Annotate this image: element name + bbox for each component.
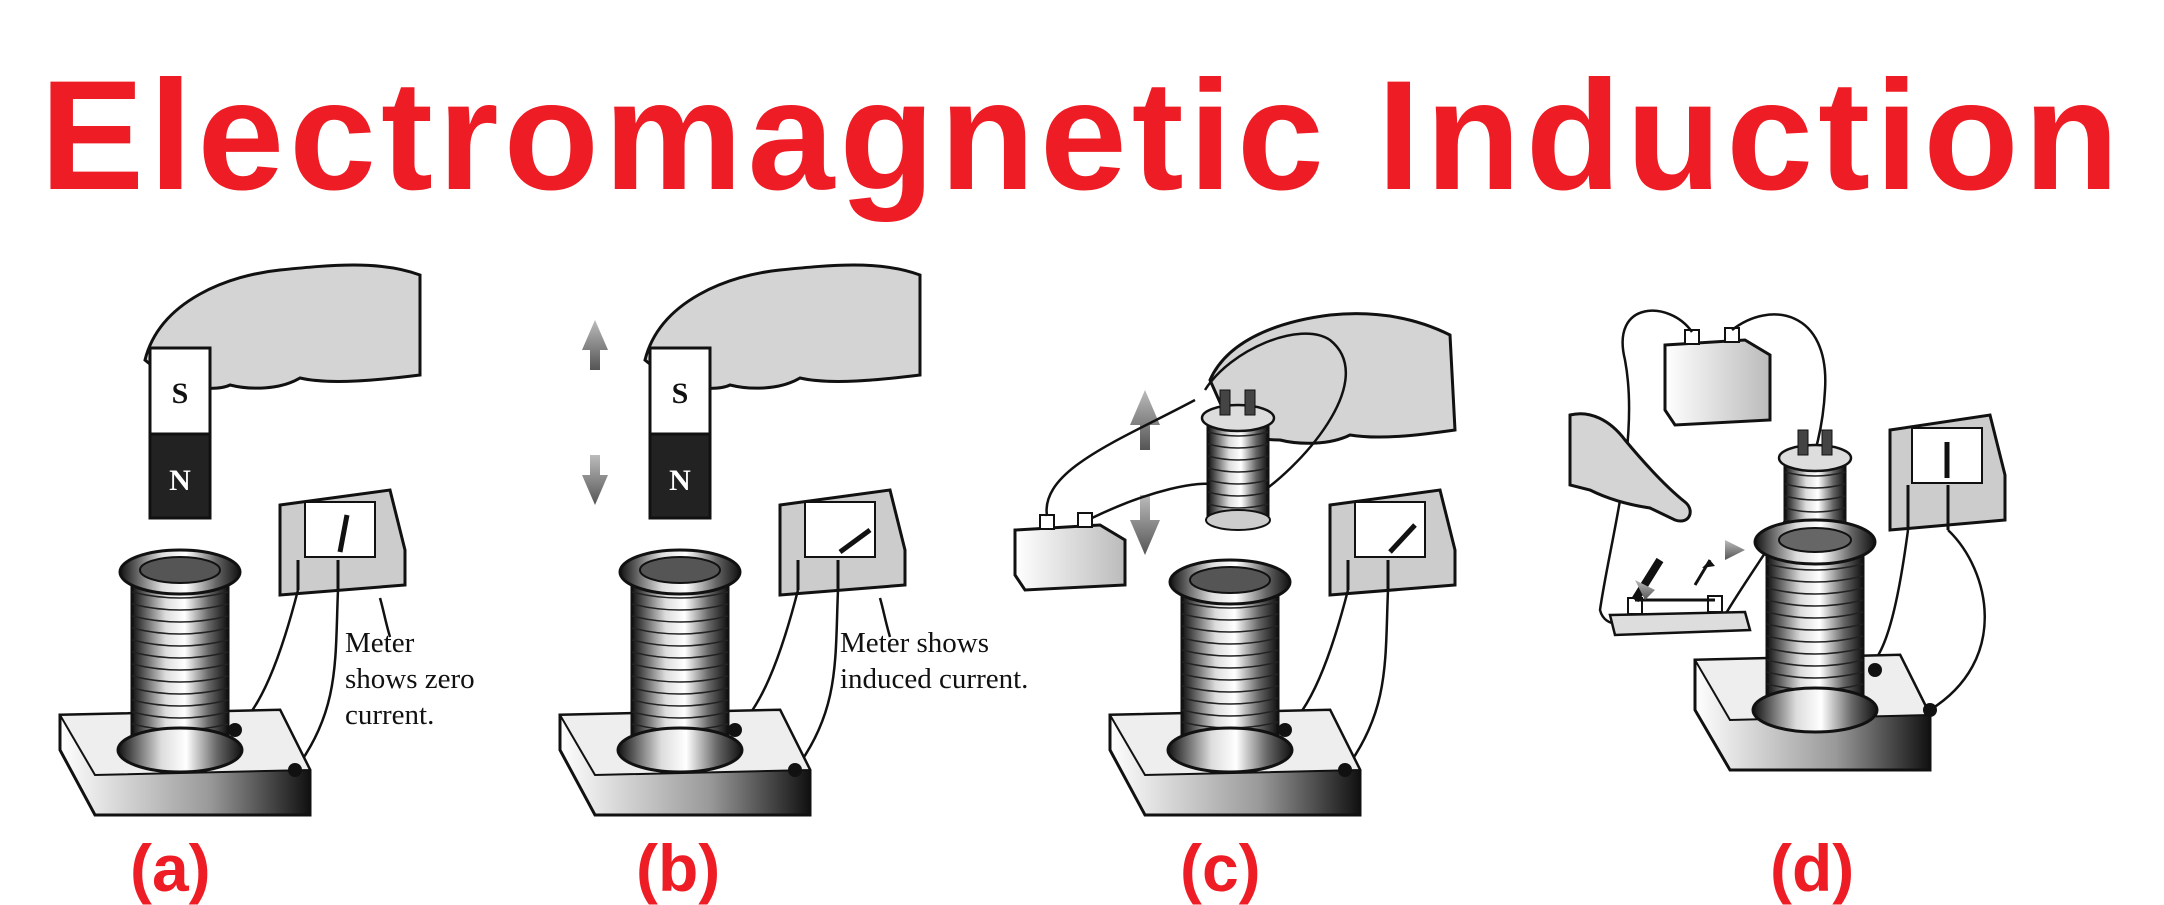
coil — [116, 548, 244, 774]
caption-line: Meter shows — [840, 627, 990, 659]
panel-d-illustration — [1568, 240, 2090, 850]
connecting-wire — [1873, 529, 1910, 661]
caption-line: induced current. — [840, 663, 1029, 695]
battery-icon — [1663, 327, 1772, 427]
arrow-icon — [1635, 540, 1745, 600]
hand-icon — [143, 263, 422, 390]
switch-icon — [1608, 557, 1752, 637]
arrow-to-meter — [878, 597, 892, 638]
connecting-wire — [1045, 398, 1196, 517]
hand-icon — [1208, 312, 1457, 445]
magnet-south-pole: S — [172, 377, 189, 410]
bar-magnet: S N — [648, 346, 712, 520]
primary-coil — [1200, 389, 1276, 531]
battery-icon — [1013, 512, 1127, 592]
magnet-north-pole: N — [169, 464, 191, 497]
caption-line: Meter — [345, 627, 415, 659]
panel-a-illustration: S N — [50, 240, 570, 850]
bar-magnet: S N — [148, 346, 212, 520]
connecting-wire — [1343, 589, 1390, 771]
panel-label-b: (b) — [636, 831, 721, 905]
panel-b-drawing: S N — [558, 263, 922, 817]
connecting-wire — [1929, 529, 1986, 712]
panel-d-drawing — [1568, 309, 2007, 772]
hand-icon — [1568, 412, 1692, 523]
panel-b-illustration: S N — [550, 240, 1070, 850]
page-title: Electromagnetic Induction — [40, 49, 2124, 223]
connecting-wire — [1203, 332, 1347, 502]
meter-icon — [1888, 413, 2007, 532]
secondary-coil — [1166, 558, 1294, 774]
hand-icon — [643, 263, 922, 390]
up-down-arrow-icon — [582, 320, 608, 505]
caption-line: current. — [345, 699, 435, 731]
meter-icon — [1328, 488, 1457, 597]
connecting-wire — [793, 589, 840, 771]
meter-icon — [778, 488, 907, 597]
arrow-to-meter — [378, 597, 392, 638]
caption-line: shows zero — [345, 663, 475, 695]
magnet-south-pole: S — [672, 377, 689, 410]
panel-label-d: (d) — [1770, 831, 1855, 905]
meter-icon — [278, 488, 407, 597]
panel-label-a: (a) — [130, 831, 211, 905]
connecting-wire — [1723, 313, 1827, 616]
coil — [616, 548, 744, 774]
connecting-wire — [293, 589, 340, 771]
up-down-arrow-icon — [1130, 390, 1160, 555]
magnet-north-pole: N — [669, 464, 691, 497]
meter-caption: Meter shows zero current. — [345, 625, 475, 733]
panel-label-c: (c) — [1180, 831, 1261, 905]
panel-a-drawing: S N — [58, 263, 422, 817]
meter-caption: Meter shows induced current. — [840, 625, 1028, 697]
panel-c-drawing — [1013, 312, 1457, 817]
secondary-coil — [1751, 518, 1879, 734]
connecting-wire — [1091, 482, 1216, 520]
panel-c-illustration — [1000, 240, 1520, 850]
